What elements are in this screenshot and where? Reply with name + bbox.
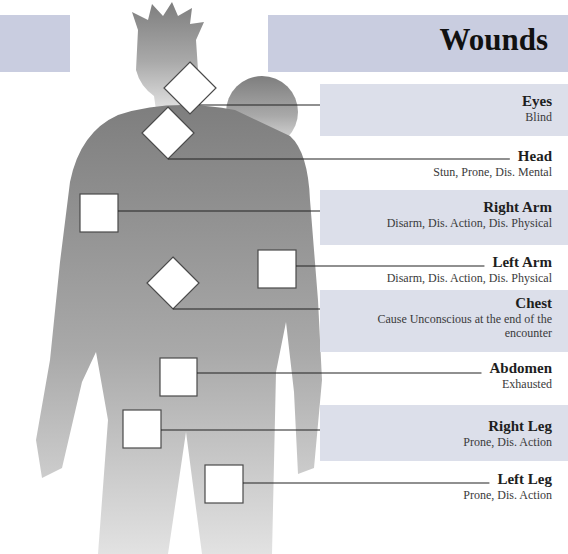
body-part-label: Left Leg bbox=[334, 470, 552, 488]
leader-line bbox=[296, 265, 484, 266]
wound-band: Left ArmDisarm, Dis. Action, Dis. Physic… bbox=[320, 248, 568, 289]
wound-square bbox=[258, 250, 296, 288]
person-silhouette bbox=[36, 2, 322, 554]
wound-band: HeadStun, Prone, Dis. Mental bbox=[320, 142, 568, 183]
effect-text: Stun, Prone, Dis. Mental bbox=[334, 165, 552, 179]
leader-line bbox=[168, 158, 510, 159]
body-part-label: Left Arm bbox=[334, 253, 552, 271]
leader-line bbox=[243, 482, 489, 483]
body-part-label: Abdomen bbox=[334, 359, 552, 377]
body-part-label: Eyes bbox=[334, 92, 552, 110]
wound-band: EyesBlind bbox=[320, 84, 568, 136]
wound-band: AbdomenExhausted bbox=[320, 357, 568, 395]
effect-text: Disarm, Dis. Action, Dis. Physical bbox=[334, 271, 552, 285]
sheet-title: Wounds bbox=[439, 20, 548, 60]
effect-text: Exhausted bbox=[334, 377, 552, 391]
header-band bbox=[0, 15, 70, 72]
wound-diamond bbox=[142, 107, 194, 159]
effect-text: Prone, Dis. Action bbox=[334, 488, 552, 502]
body-part-label: Chest bbox=[334, 294, 552, 312]
wound-band: Left LegProne, Dis. Action bbox=[320, 465, 568, 507]
wound-band: Right ArmDisarm, Dis. Action, Dis. Physi… bbox=[320, 190, 568, 245]
body-part-label: Head bbox=[334, 147, 552, 165]
effect-text: Cause Unconscious at the end of the enco… bbox=[334, 312, 552, 340]
body-part-label: Right Arm bbox=[334, 198, 552, 216]
body-part-label: Right Leg bbox=[334, 417, 552, 435]
wound-band: Right LegProne, Dis. Action bbox=[320, 405, 568, 461]
effect-text: Blind bbox=[334, 110, 552, 124]
wound-square bbox=[160, 358, 197, 396]
wound-band: ChestCause Unconscious at the end of the… bbox=[320, 290, 568, 352]
leader-line bbox=[197, 372, 481, 373]
wound-square bbox=[80, 194, 118, 232]
wound-diamond bbox=[147, 257, 199, 309]
header-band bbox=[268, 15, 568, 72]
wound-diamond bbox=[164, 62, 216, 114]
wound-square bbox=[123, 410, 161, 448]
effect-text: Prone, Dis. Action bbox=[334, 435, 552, 449]
wound-square bbox=[205, 465, 243, 503]
effect-text: Disarm, Dis. Action, Dis. Physical bbox=[334, 216, 552, 230]
